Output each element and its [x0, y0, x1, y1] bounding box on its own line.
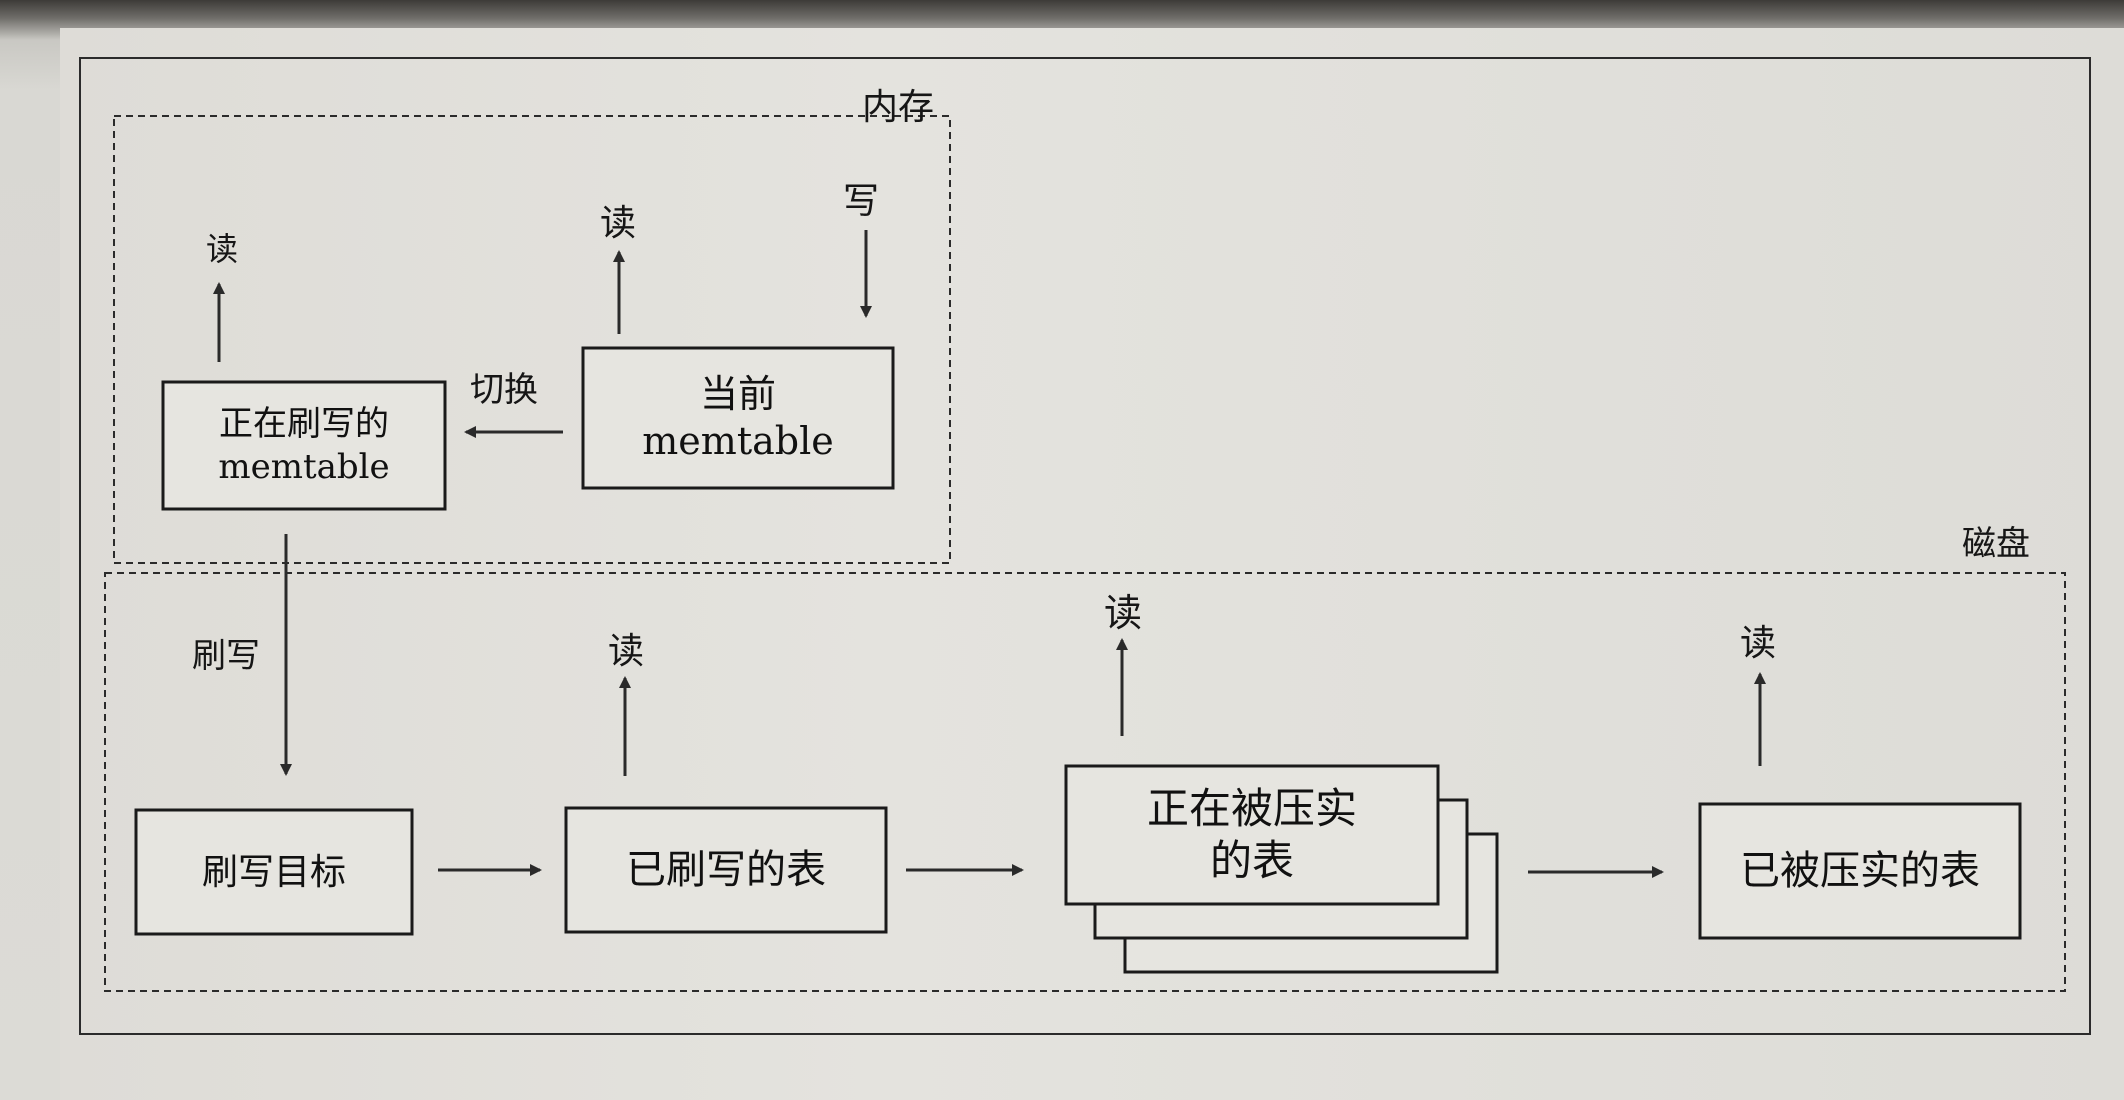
read-label-compacted: 读	[1740, 623, 1777, 664]
flushing-memtable-label: 正在刷写的 memtable	[163, 382, 445, 509]
current-memtable-box	[581, 346, 895, 490]
switch-label: 切换	[470, 370, 538, 410]
flush-target-box	[134, 808, 414, 936]
read-label-flushing: 读	[206, 230, 239, 268]
memory-region-border	[113, 115, 951, 564]
read-label-flushed: 读	[608, 631, 645, 672]
memory-region-label: 内存	[862, 87, 935, 128]
current-memtable-line1: 当前	[699, 371, 776, 416]
read-label-current: 读	[600, 203, 637, 244]
flushing-memtable-line1: 正在刷写的	[219, 404, 389, 444]
flush-label: 刷写	[192, 636, 260, 676]
compacted-table-box	[1698, 802, 2022, 940]
current-memtable-line2: memtable	[642, 419, 834, 463]
compacted-table-label: 已被压实的表	[1740, 848, 1980, 894]
write-label: 写	[843, 181, 880, 222]
read-label-compacting: 读	[1104, 591, 1143, 635]
disk-region-label: 磁盘	[1962, 524, 2030, 564]
flushing-memtable-box	[161, 380, 447, 511]
figure-frame	[79, 57, 2091, 1035]
flushing-memtable-line2: memtable	[218, 446, 390, 487]
compacting-table-line1: 正在被压实	[1146, 783, 1357, 833]
compacting-table-box	[1064, 764, 1440, 906]
flush-target-label: 刷写目标	[201, 851, 346, 893]
flushed-table-label: 已刷写的表	[626, 847, 826, 893]
current-memtable-label: 当前 memtable	[583, 348, 893, 488]
compacting-table-line2: 的表	[1209, 836, 1294, 885]
compacting-table-label: 正在被压实 的表	[1066, 766, 1438, 904]
flushed-table-box	[564, 806, 888, 934]
